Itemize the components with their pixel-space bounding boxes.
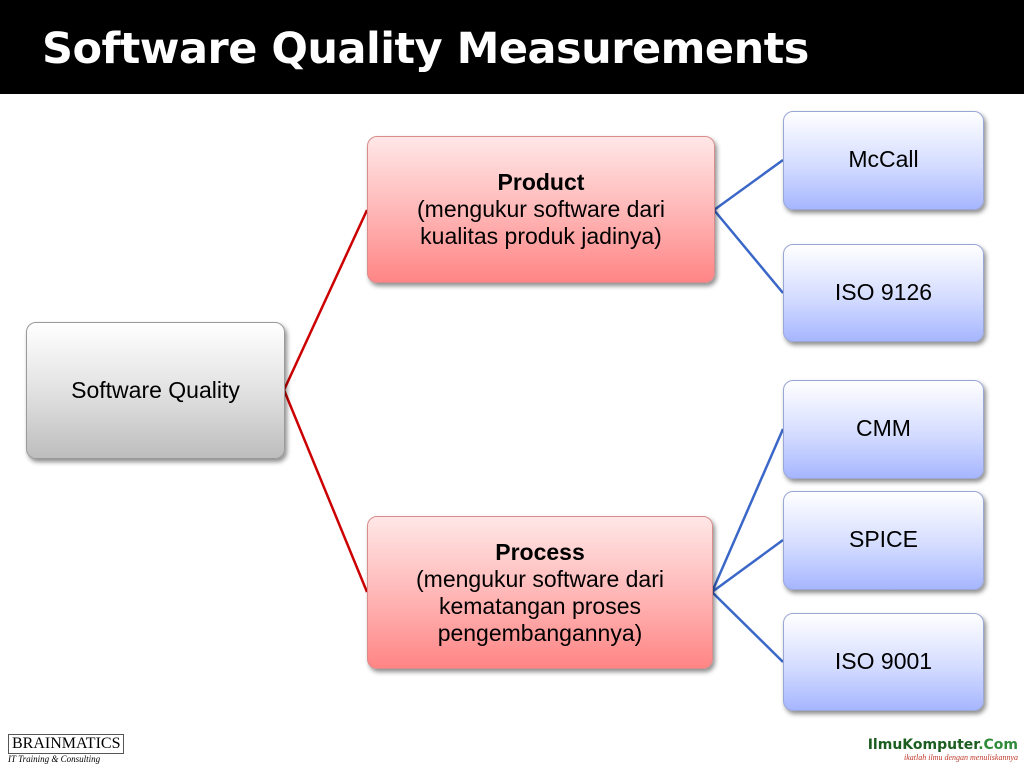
brainmatics-logo-tagline: IT Training & Consulting <box>8 754 101 764</box>
leaf-node-iso9126: ISO 9126 <box>783 244 984 342</box>
slide-title: Software Quality Measurements <box>42 24 809 74</box>
category-desc-line: kematangan proses <box>438 592 641 619</box>
connector-product-iso9126 <box>713 209 784 294</box>
brainmatics-logo: BRAINMATICS IT Training & Consulting <box>8 734 125 764</box>
ilmukomputer-logo-name: IlmuKomputer.Com <box>868 737 1018 753</box>
category-node-process: Process (mengukur software dari kematang… <box>367 516 713 669</box>
leaf-node-label: SPICE <box>848 526 919 552</box>
category-title: Process <box>495 538 585 565</box>
leaf-node-label: CMM <box>856 415 911 441</box>
leaf-node-spice: SPICE <box>783 491 984 590</box>
category-title: Product <box>497 169 585 195</box>
leaf-node-label: ISO 9126 <box>834 279 933 305</box>
connector-process-spice <box>711 538 784 594</box>
connector-process-iso9001 <box>711 591 784 663</box>
slide-header: Software Quality Measurements <box>0 0 1024 94</box>
ilmukomputer-logo-name-suffix: .Com <box>978 737 1018 753</box>
leaf-node-mccall: McCall <box>783 111 984 210</box>
leaf-node-cmm: CMM <box>783 380 984 479</box>
root-node-label: Software Quality <box>71 377 240 403</box>
connector-process-cmm <box>710 428 785 593</box>
ilmukomputer-logo: IlmuKomputer.Com ikatlah ilmu dengan men… <box>868 737 1018 763</box>
leaf-node-iso9001: ISO 9001 <box>783 613 984 711</box>
connector-root-product <box>282 209 369 391</box>
connector-root-process <box>282 389 369 593</box>
category-desc-line: pengembangannya) <box>437 619 643 646</box>
ilmukomputer-logo-tagline: ikatlah ilmu dengan menuliskannya <box>904 753 1018 762</box>
ilmukomputer-logo-name-main: IlmuKomputer <box>867 737 979 753</box>
connector-product-mccall <box>713 158 784 212</box>
category-desc-line: (mengukur software dari <box>417 196 665 222</box>
leaf-node-label: McCall <box>848 146 919 172</box>
brainmatics-logo-name: BRAINMATICS <box>8 734 125 754</box>
category-desc-line: (mengukur software dari <box>416 565 664 592</box>
category-node-product: Product (mengukur software dari kualitas… <box>367 136 715 283</box>
category-desc-line: kualitas produk jadinya) <box>420 223 662 249</box>
leaf-node-label: ISO 9001 <box>834 648 933 674</box>
root-node: Software Quality <box>26 322 285 459</box>
